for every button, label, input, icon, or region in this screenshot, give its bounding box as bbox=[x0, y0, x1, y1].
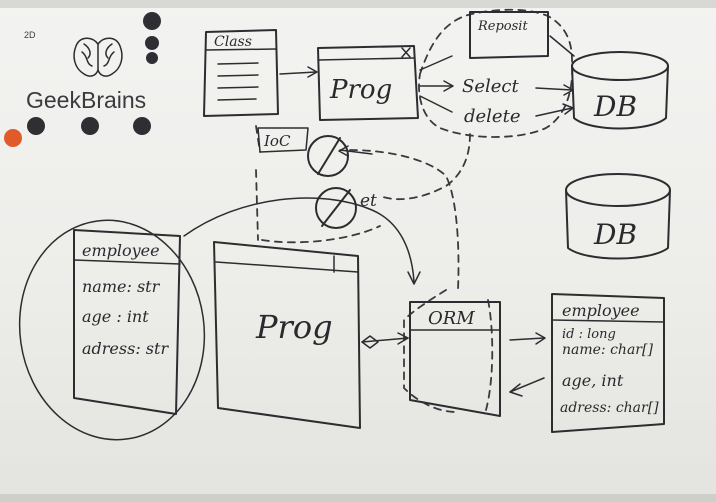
select-label: Select bbox=[462, 76, 519, 97]
association-prog-orm bbox=[361, 337, 409, 343]
crossed-circle-icon bbox=[315, 187, 357, 229]
arrow-employee-to-orm-back bbox=[509, 377, 545, 393]
arrow-class-to-prog bbox=[279, 71, 317, 75]
prog-top-label: Prog bbox=[329, 75, 392, 105]
arrow-delete-to-db bbox=[535, 107, 573, 117]
employee-left-title: employee bbox=[82, 241, 160, 260]
get-label: et bbox=[360, 191, 377, 211]
db-cylinder-top: DB bbox=[571, 51, 669, 130]
magnet bbox=[146, 52, 158, 64]
employee-left-field: adress: str bbox=[82, 339, 169, 358]
employee-right-field: adress: char[] bbox=[560, 400, 659, 416]
arrow-prog-to-reposit bbox=[419, 55, 453, 71]
dashed-flow bbox=[379, 133, 471, 201]
magnet bbox=[27, 117, 45, 135]
repository-box: Reposit bbox=[469, 11, 549, 59]
orm-boundary bbox=[485, 299, 494, 411]
delete-label: delete bbox=[464, 106, 520, 127]
repository-label: Reposit bbox=[477, 19, 528, 34]
logo-badge: 2D bbox=[24, 30, 36, 40]
employee-right-field: name: char[] bbox=[562, 342, 653, 358]
db-right-label: DB bbox=[593, 218, 637, 251]
employee-left-field: age : int bbox=[82, 307, 149, 326]
arrow-orm-to-employee bbox=[509, 337, 545, 341]
ioc-box bbox=[257, 127, 309, 153]
prog-window-top: Prog bbox=[317, 45, 419, 121]
employee-right-field: age, int bbox=[562, 371, 624, 390]
employee-left-box: employee name: str age : int adress: str bbox=[73, 229, 181, 415]
orm-box: ORM bbox=[409, 301, 501, 417]
crossed-circle-icon bbox=[307, 135, 349, 177]
ioc-label: IoC bbox=[263, 132, 291, 150]
employee-left-field: name: str bbox=[82, 277, 161, 296]
db-cylinder-right: DB bbox=[565, 173, 671, 260]
arrow-to-ioc bbox=[339, 149, 373, 155]
logo: 2D GeekBrains bbox=[24, 30, 146, 113]
db-top-label: DB bbox=[593, 90, 637, 123]
class-box: Class bbox=[203, 29, 279, 117]
repository-boundary bbox=[418, 8, 574, 138]
arrow-select-to-db bbox=[535, 87, 573, 91]
dashed-flow bbox=[349, 149, 460, 291]
employee-right-title: employee bbox=[562, 301, 640, 320]
class-label: Class bbox=[214, 34, 252, 50]
orm-label: ORM bbox=[428, 308, 475, 329]
magnet bbox=[81, 117, 99, 135]
board-bottom-edge bbox=[0, 494, 716, 502]
employee-right-box: employee id : long name: char[] age, int… bbox=[551, 293, 665, 433]
employee-right-field: id : long bbox=[562, 327, 616, 342]
board-top-edge bbox=[0, 0, 716, 8]
ioc-boundary bbox=[255, 125, 381, 244]
logo-brand: GeekBrains bbox=[26, 87, 146, 113]
magnet bbox=[143, 12, 161, 30]
magnet bbox=[133, 117, 151, 135]
arrow-employee-to-orm bbox=[183, 197, 415, 283]
employee-group-ellipse bbox=[18, 219, 206, 441]
prog-main-label: Prog bbox=[255, 308, 333, 346]
brain-icon bbox=[73, 37, 123, 77]
marker-cap bbox=[4, 129, 22, 147]
orm-boundary bbox=[403, 289, 457, 413]
magnet bbox=[145, 36, 159, 50]
prog-window-main: Prog bbox=[213, 241, 361, 429]
